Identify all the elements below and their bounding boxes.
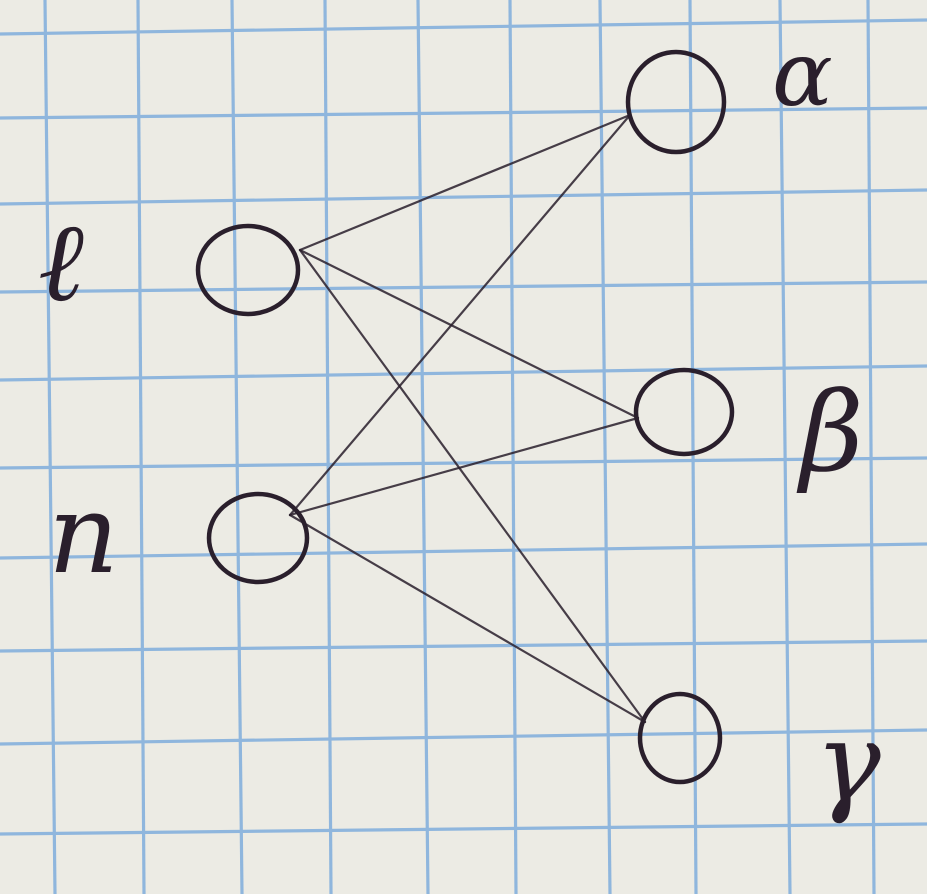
node-l (195, 223, 301, 317)
grid-line-vertical (323, 0, 333, 894)
grid-line-horizontal (0, 18, 927, 36)
grid-line-vertical (416, 0, 430, 894)
grid-line-vertical (688, 0, 698, 894)
grid-line-vertical (508, 0, 518, 894)
grid-line-horizontal (0, 728, 927, 746)
edge-l-alpha (298, 113, 632, 252)
node-label-n: n (48, 470, 119, 598)
grid-line-horizontal (0, 280, 927, 294)
label-group: ℓ n α β γ (38, 22, 881, 826)
grid-line-vertical (230, 0, 244, 894)
node-n (206, 491, 310, 585)
grid-line-horizontal (0, 364, 927, 382)
grid-line-horizontal (0, 456, 927, 470)
node-group (195, 49, 735, 785)
edge-l-beta (298, 248, 640, 420)
grid-line-horizontal (0, 188, 927, 206)
grid-line-vertical (778, 0, 792, 894)
edge-n-alpha (288, 113, 632, 517)
edge-l-gamma (298, 248, 647, 724)
grid-line-vertical (136, 0, 146, 894)
grid-line-horizontal (0, 822, 927, 836)
node-alpha (625, 49, 727, 155)
node-label-l: ℓ (38, 198, 84, 326)
grid-line-horizontal (0, 542, 927, 560)
node-label-beta: β (796, 368, 864, 496)
edge-n-beta (288, 416, 640, 517)
edge-group (288, 113, 647, 724)
node-label-gamma: γ (815, 698, 881, 826)
edge-n-gamma (288, 513, 647, 724)
grid-line-horizontal (0, 106, 927, 120)
grid-line-vertical (866, 0, 876, 894)
node-label-alpha: α (772, 22, 833, 127)
node-gamma (637, 691, 723, 785)
node-beta (633, 367, 735, 457)
grid-line-vertical (598, 0, 612, 894)
grid-line-horizontal (0, 639, 927, 653)
grid-line-vertical (43, 0, 57, 894)
